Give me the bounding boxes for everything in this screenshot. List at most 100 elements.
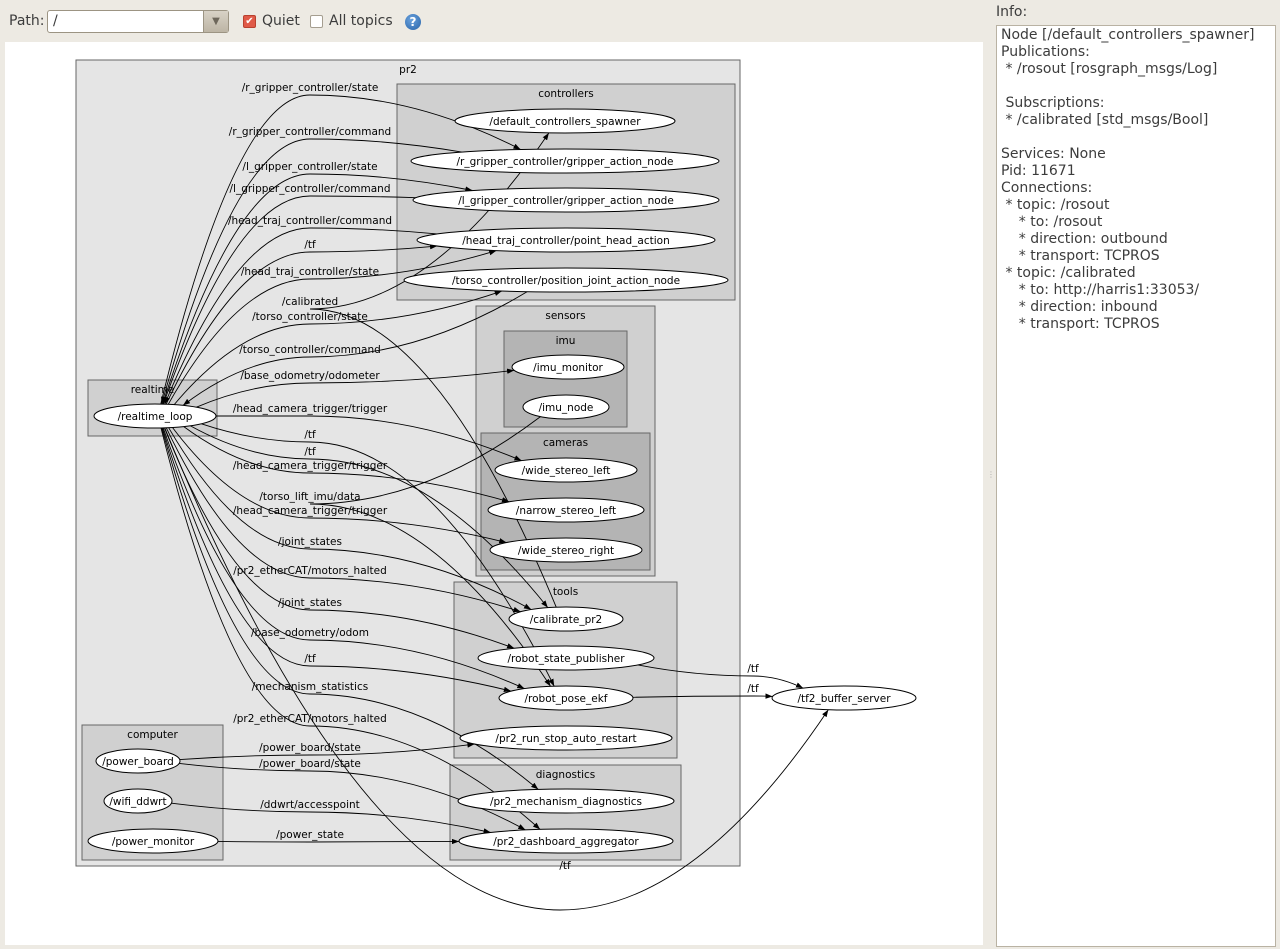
edge-imunode-ekf[interactable]: /torso_lift_imu/data [259, 416, 551, 687]
edge-topic-label[interactable]: /tf [747, 663, 759, 675]
node-rt[interactable]: /realtime_loop [93, 403, 217, 429]
edge-line[interactable] [164, 227, 438, 405]
node-calib[interactable]: /calibrate_pr2 [508, 606, 624, 632]
node-label[interactable]: /tf2_buffer_server [797, 693, 891, 705]
edge-line[interactable] [164, 427, 515, 649]
node-label[interactable]: /calibrate_pr2 [530, 614, 603, 626]
edge-topic-label[interactable]: /head_camera_trigger/trigger [233, 403, 388, 415]
node-label[interactable]: /robot_state_publisher [507, 653, 625, 665]
edge-rt-wsr[interactable]: /head_camera_trigger/trigger [172, 427, 507, 544]
edge-topic-label[interactable]: /power_state [276, 829, 344, 841]
node-imumon[interactable]: /imu_monitor [511, 354, 625, 380]
edge-line[interactable] [162, 195, 416, 405]
node-label[interactable]: /power_monitor [112, 836, 195, 848]
edge-rt-nsl[interactable]: /head_camera_trigger/trigger [183, 426, 510, 503]
edge-line[interactable] [161, 138, 462, 405]
node-ekf[interactable]: /robot_pose_ekf [498, 685, 634, 711]
node-spawner[interactable]: /default_controllers_spawner [454, 108, 676, 134]
edge-topic-label[interactable]: /r_gripper_controller/state [242, 82, 379, 94]
edge-rt-ekf[interactable]: /tf [161, 427, 512, 693]
edge-line[interactable] [162, 427, 525, 689]
edge-topic-label[interactable]: /ddwrt/accesspoint [260, 799, 360, 811]
edge-topic-label[interactable]: /power_board/state [259, 742, 361, 754]
node-label[interactable]: /r_gripper_controller/gripper_action_nod… [456, 156, 673, 168]
edge-rt-calib[interactable]: /joint_states [168, 427, 532, 610]
node-wsr[interactable]: /wide_stereo_right [489, 537, 643, 563]
all-topics-checkbox[interactable] [310, 15, 323, 28]
all-topics-label[interactable]: All topics [329, 13, 393, 29]
node-pmon[interactable]: /power_monitor [87, 828, 219, 854]
edge-topic-label[interactable]: /tf [304, 429, 316, 441]
edge-line[interactable] [164, 427, 829, 911]
edge-line[interactable] [172, 427, 507, 544]
edge-topic-label[interactable]: /pr2_etherCAT/motors_halted [233, 565, 387, 577]
edge-topic-label[interactable]: /l_gripper_controller/command [230, 183, 391, 195]
edge-rsp-tf2[interactable]: /tf [637, 663, 804, 689]
node-label[interactable]: /torso_controller/position_joint_action_… [452, 275, 680, 287]
quiet-checkbox[interactable]: ✔ [243, 15, 256, 28]
info-panel[interactable]: Node [/default_controllers_spawner]Publi… [996, 25, 1276, 947]
edge-topic-label[interactable]: /torso_lift_imu/data [259, 491, 360, 503]
node-tf2[interactable]: /tf2_buffer_server [771, 685, 917, 711]
edge-pmon-dash[interactable]: /power_state [217, 829, 460, 845]
edge-line[interactable] [160, 427, 541, 830]
node-torso[interactable]: /torso_controller/position_joint_action_… [403, 267, 729, 293]
edge-line[interactable] [161, 427, 512, 693]
node-label[interactable]: /l_gripper_controller/gripper_action_nod… [458, 195, 674, 207]
edge-line[interactable] [196, 368, 515, 408]
node-mechdiag[interactable]: /pr2_mechanism_diagnostics [457, 788, 675, 814]
edge-line[interactable] [201, 423, 555, 687]
edge-topic-label[interactable]: /calibrated [282, 296, 338, 308]
node-label[interactable]: /imu_node [539, 402, 594, 414]
node-rgrip[interactable]: /r_gripper_controller/gripper_action_nod… [410, 148, 720, 174]
edge-topic-label[interactable]: /head_traj_controller/state [241, 266, 379, 278]
edge-wifi-dash[interactable]: /ddwrt/accesspoint [171, 799, 491, 834]
node-label[interactable]: /wifi_ddwrt [109, 796, 166, 808]
edge-rt-head[interactable]: /head_traj_controller/state [167, 250, 497, 405]
edge-topic-label[interactable]: /torso_controller/command [239, 344, 381, 356]
edge-line[interactable] [190, 425, 549, 608]
edge-line[interactable] [183, 426, 510, 503]
edge-line[interactable] [217, 838, 460, 845]
edge-rt-calib[interactable]: /tf [190, 425, 549, 608]
node-runstop[interactable]: /pr2_run_stop_auto_restart [459, 725, 673, 751]
edge-rt-rgrip[interactable]: /r_gripper_controller/state [160, 82, 521, 405]
edge-topic-label[interactable]: /joint_states [278, 536, 342, 548]
edge-topic-label[interactable]: /head_camera_trigger/trigger [233, 505, 388, 517]
edge-topic-label[interactable]: /pr2_etherCAT/motors_halted [233, 713, 387, 725]
edge-rt-rsp[interactable]: /joint_states [164, 427, 515, 649]
edge-line[interactable] [160, 94, 521, 405]
edge-line[interactable] [632, 693, 773, 699]
node-label[interactable]: /pr2_dashboard_aggregator [493, 836, 639, 848]
edge-topic-label[interactable]: /base_odometry/odom [251, 627, 369, 639]
edge-line[interactable] [165, 244, 438, 405]
node-head[interactable]: /head_traj_controller/point_head_action [416, 227, 716, 253]
edge-line[interactable] [182, 291, 528, 406]
edge-topic-label[interactable]: /r_gripper_controller/command [229, 126, 391, 138]
path-combobox[interactable]: / ▼ [47, 10, 229, 33]
edge-torso-rt[interactable]: /torso_controller/command [182, 291, 528, 406]
edge-topic-label[interactable]: /torso_controller/state [252, 311, 368, 323]
node-label[interactable]: /narrow_stereo_left [516, 505, 616, 517]
node-wifi[interactable]: /wifi_ddwrt [103, 788, 173, 814]
edge-ekf-tf2[interactable]: /tf [632, 683, 773, 699]
edge-line[interactable] [168, 427, 532, 610]
splitter-handle[interactable]: ⋮ [987, 470, 995, 479]
node-label[interactable]: /wide_stereo_left [522, 465, 611, 477]
edge-topic-label[interactable]: /power_board/state [259, 758, 361, 770]
edge-topic-label[interactable]: /mechanism_statistics [252, 681, 368, 693]
edge-rt-ekf[interactable]: /tf [201, 423, 555, 687]
edge-line[interactable] [162, 173, 473, 405]
edge-line[interactable] [179, 742, 475, 760]
path-value[interactable]: / [53, 13, 58, 29]
edge-topic-label[interactable]: /tf [304, 239, 316, 251]
edge-head-rt[interactable]: /head_traj_controller/command [164, 215, 438, 405]
edge-topic-label[interactable]: /tf [304, 653, 316, 665]
edge-line[interactable] [165, 427, 521, 613]
ros-graph[interactable]: pr2controllerssensorsimucamerasrealtimet… [5, 42, 983, 945]
node-label[interactable]: /realtime_loop [118, 411, 193, 423]
node-label[interactable]: /pr2_run_stop_auto_restart [495, 733, 636, 745]
edge-rt-lgrip[interactable]: /l_gripper_controller/state [162, 161, 473, 405]
edge-pboard-runstop[interactable]: /power_board/state [179, 742, 475, 760]
node-nsl[interactable]: /narrow_stereo_left [487, 497, 645, 523]
